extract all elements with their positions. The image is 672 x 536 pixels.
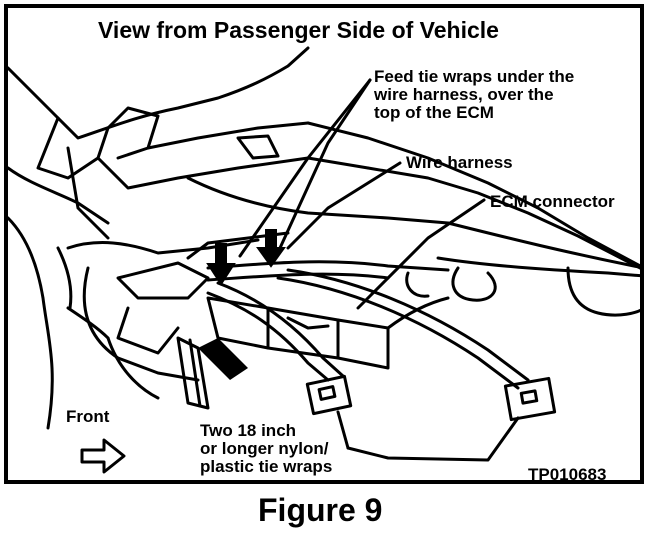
ecm-bracket — [66, 238, 260, 255]
figure-frame: View from Passenger Side of Vehicle Feed… — [4, 4, 644, 484]
tie-note-line: or longer nylon/ — [200, 438, 329, 458]
feed-tie-wrap-note: Feed tie wraps under the wire harness, o… — [374, 68, 634, 122]
tie-wrap-1 — [206, 291, 330, 382]
frame-rail — [306, 121, 640, 268]
wire-harness-label: Wire harness — [406, 153, 513, 172]
tie-note-line: plastic tie wraps — [200, 456, 333, 476]
engine-bay-illustration — [8, 46, 640, 474]
feed-note-line: top of the ECM — [374, 102, 494, 122]
feed-note-line: Feed tie wraps under the — [374, 67, 575, 86]
figure-code: TP010683 — [528, 465, 607, 484]
front-label: Front — [66, 407, 110, 426]
tie-wrap-note: Two 18 inch or longer nylon/ plastic tie… — [200, 422, 332, 476]
front-direction-arrow-icon — [80, 438, 126, 474]
tie-wrap-head-2 — [503, 376, 557, 422]
tie-wrap-head-1 — [305, 374, 353, 416]
tie-wrap-2 — [276, 276, 520, 390]
upper-body-panel — [8, 46, 310, 140]
ecm-connector-label: ECM connector — [490, 192, 615, 211]
feed-note-line: wire harness, over the — [374, 84, 554, 104]
wire-harness — [206, 260, 450, 272]
figure-caption: Figure 9 — [258, 492, 383, 528]
tie-note-line: Two 18 inch — [200, 421, 297, 440]
ecm-body — [206, 296, 390, 370]
diagram-title: View from Passenger Side of Vehicle — [98, 17, 499, 43]
down-arrow-icon — [206, 229, 286, 286]
